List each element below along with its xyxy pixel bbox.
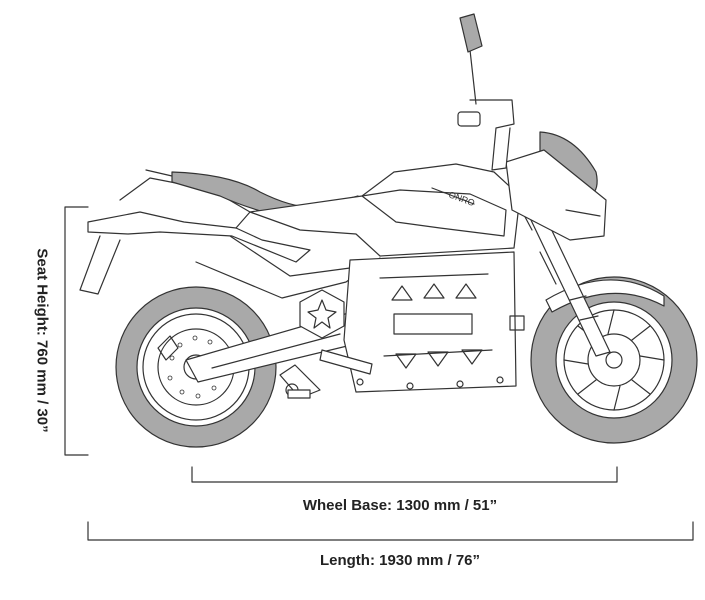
length-dimension-line — [87, 521, 694, 541]
length-label: Length: 1930 mm / 76” — [319, 552, 481, 569]
handlebar — [457, 13, 515, 171]
wheel-base-label: Wheel Base: 1300 mm / 51” — [302, 497, 498, 514]
wheel-base-dimension-line — [191, 466, 618, 483]
footpeg — [287, 315, 525, 399]
tank-badge — [431, 187, 475, 205]
motor-hub — [299, 289, 345, 339]
seat-height-label: Seat Height: 760 mm / 30” — [33, 248, 51, 433]
battery-pack — [343, 251, 517, 393]
headlight-cowl — [505, 131, 607, 241]
seat-height-dimension-line — [64, 206, 89, 456]
